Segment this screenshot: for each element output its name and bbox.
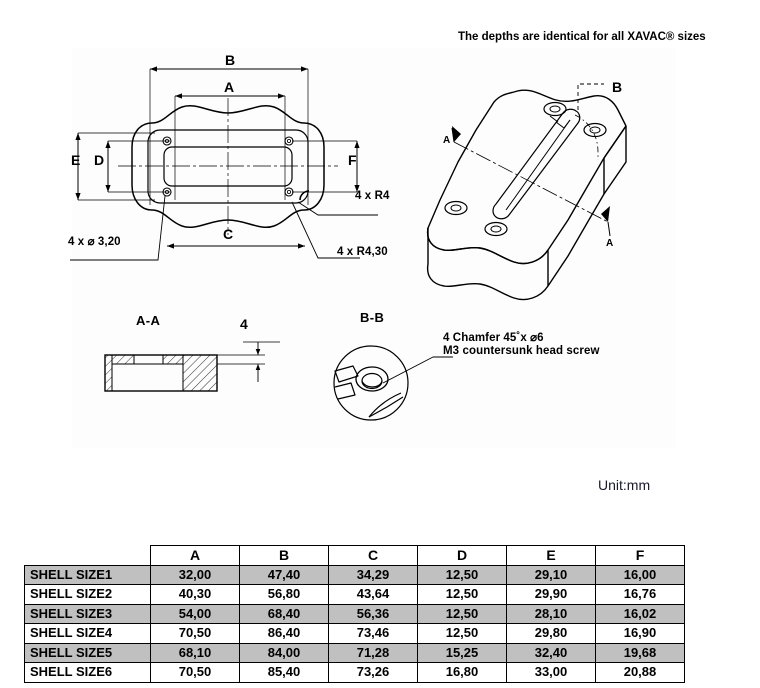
- column-header-c: C: [328, 545, 418, 566]
- table-row: SHELL SIZE6 70,50 85,40 73,26 16,80 33,0…: [24, 662, 685, 683]
- cell-d: 12,50: [417, 564, 507, 585]
- cell-e: 33,00: [506, 662, 596, 683]
- dim-label-c: C: [223, 226, 234, 242]
- cell-a: 68,10: [150, 642, 240, 663]
- column-header-b: B: [239, 545, 329, 566]
- cell-f: 20,88: [595, 662, 685, 683]
- cell-c: 71,28: [328, 642, 418, 663]
- dim-label-a: A: [224, 79, 235, 95]
- section-aa-title: A-A: [136, 313, 161, 328]
- cell-b: 47,40: [239, 564, 329, 585]
- cell-e: 32,40: [506, 642, 596, 663]
- dim-label-d: D: [94, 152, 105, 168]
- cell-b: 86,40: [239, 623, 329, 644]
- cell-b: 56,80: [239, 584, 329, 605]
- detail-bb-callout-line1: 4 Chamfer 45˚x ⌀6: [443, 332, 544, 344]
- cell-d: 12,50: [417, 623, 507, 644]
- cell-d: 12,50: [417, 603, 507, 624]
- cell-c: 43,64: [328, 584, 418, 605]
- row-label: SHELL SIZE1: [24, 564, 151, 585]
- row-label: SHELL SIZE5: [24, 642, 151, 663]
- spec-table: A B C D E F SHELL SIZE1 32,00 47,40 34,2…: [24, 545, 685, 683]
- table-row: SHELL SIZE5 68,10 84,00 71,28 15,25 32,4…: [24, 642, 685, 663]
- cell-a: 32,00: [150, 564, 240, 585]
- unit-note: Unit:mm: [598, 477, 651, 493]
- callout-r430: 4 x R4,30: [337, 246, 388, 258]
- section-aa-drawing: [104, 341, 280, 392]
- cell-c: 73,26: [328, 662, 418, 683]
- header-note: The depths are identical for all XAVAC® …: [458, 31, 706, 43]
- column-header-a: A: [150, 545, 240, 566]
- cell-e: 29,80: [506, 623, 596, 644]
- cell-b: 85,40: [239, 662, 329, 683]
- cell-b: 84,00: [239, 642, 329, 663]
- cell-e: 29,90: [506, 584, 596, 605]
- dim-label-f: F: [348, 152, 357, 168]
- iso-section-a-label-right: A: [606, 238, 614, 249]
- table-row: SHELL SIZE2 40,30 56,80 43,64 12,50 29,9…: [24, 584, 685, 605]
- cell-a: 70,50: [150, 623, 240, 644]
- iso-section-b-label: B: [612, 79, 623, 95]
- column-header-d: D: [417, 545, 507, 566]
- table-corner-cell: [25, 546, 151, 566]
- table-header-row: A B C D E F: [25, 545, 685, 566]
- dim-label-b: B: [225, 52, 236, 68]
- column-header-e: E: [506, 545, 596, 566]
- cell-d: 15,25: [417, 642, 507, 663]
- column-header-f: F: [595, 545, 685, 566]
- section-aa-depth-dim: 4: [240, 316, 248, 332]
- cell-f: 16,02: [595, 603, 685, 624]
- cell-d: 16,80: [417, 662, 507, 683]
- detail-bb-drawing: [333, 345, 453, 421]
- cell-a: 54,00: [150, 603, 240, 624]
- cell-c: 56,36: [328, 603, 418, 624]
- dim-label-e: E: [71, 152, 81, 168]
- cell-e: 29,10: [506, 564, 596, 585]
- row-label: SHELL SIZE6: [24, 662, 151, 683]
- callout-r4: 4 x R4: [355, 190, 390, 202]
- row-label: SHELL SIZE4: [24, 623, 151, 644]
- table-row: SHELL SIZE1 32,00 47,40 34,29 12,50 29,1…: [24, 564, 685, 585]
- row-label: SHELL SIZE2: [24, 584, 151, 605]
- cell-f: 16,90: [595, 623, 685, 644]
- cell-d: 12,50: [417, 584, 507, 605]
- top-view-drawing: [70, 66, 378, 261]
- cell-a: 70,50: [150, 662, 240, 683]
- detail-bb-title: B-B: [360, 310, 385, 325]
- callout-holes: 4 x ⌀ 3,20: [68, 236, 121, 248]
- cell-f: 16,76: [595, 584, 685, 605]
- cell-e: 28,10: [506, 603, 596, 624]
- cell-f: 16,00: [595, 564, 685, 585]
- cell-f: 19,68: [595, 642, 685, 663]
- table-row: SHELL SIZE3 54,00 68,40 56,36 12,50 28,1…: [24, 603, 685, 624]
- detail-bb-callout-line2: M3 countersunk head screw: [443, 345, 600, 357]
- cell-c: 73,46: [328, 623, 418, 644]
- cell-b: 68,40: [239, 603, 329, 624]
- row-label: SHELL SIZE3: [24, 603, 151, 624]
- table-row: SHELL SIZE4 70,50 86,40 73,46 12,50 29,8…: [24, 623, 685, 644]
- cell-a: 40,30: [150, 584, 240, 605]
- iso-section-a-label-left: A: [443, 135, 451, 146]
- isometric-view-drawing: [426, 83, 627, 301]
- cell-c: 34,29: [328, 564, 418, 585]
